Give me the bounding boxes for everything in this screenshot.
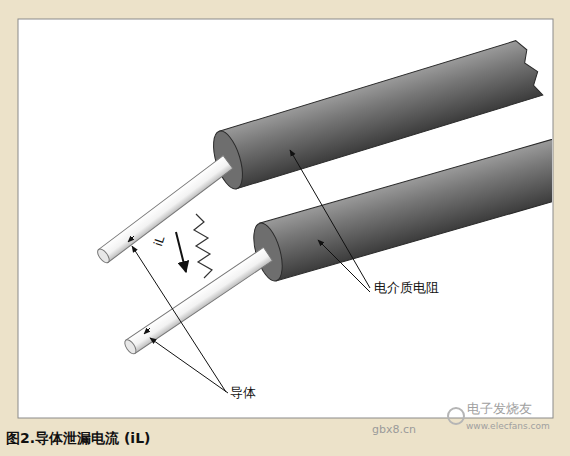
watermark: 电子发烧友 xyxy=(467,402,532,417)
conductor-mark xyxy=(144,328,150,334)
part-label: 导体 xyxy=(230,386,256,401)
watermark: gbx8.cn xyxy=(372,424,416,437)
watermark: www.elecfans.com xyxy=(466,421,550,431)
resistor-symbol xyxy=(194,214,212,278)
part-label: 电介质电阻 xyxy=(374,281,439,296)
conductor-top xyxy=(95,156,232,265)
figure-caption: 图2.导体泄漏电流 (iL) xyxy=(6,430,150,446)
conductor-mark xyxy=(128,236,134,242)
leader-line xyxy=(318,240,370,292)
leader-line xyxy=(150,338,228,393)
conductor-bottom xyxy=(123,247,273,355)
leader-line xyxy=(290,150,370,288)
current-arrow xyxy=(176,232,186,272)
watermark-logo xyxy=(448,408,464,424)
leader-line xyxy=(132,246,226,392)
insulation-bottom xyxy=(248,129,552,284)
